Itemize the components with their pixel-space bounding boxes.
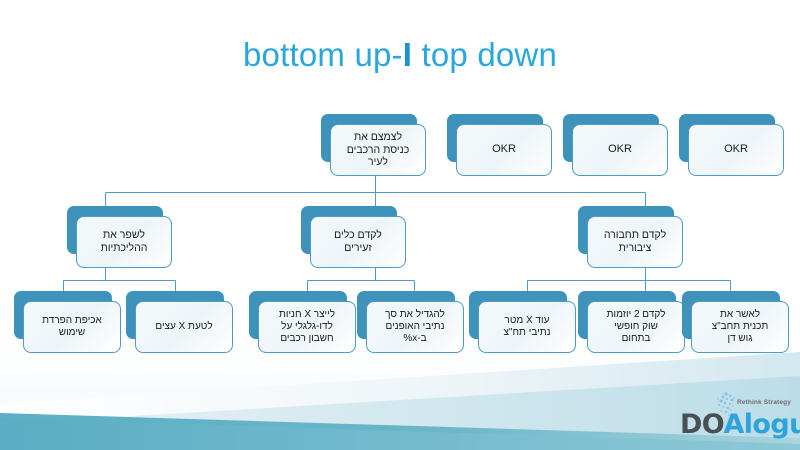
brand-logo: Rethink Strategy DOAlogue: [680, 392, 800, 438]
slide-title-suffix: top down: [412, 36, 558, 73]
node-label: OKR: [608, 143, 632, 156]
node-level3-2[interactable]: לטעת X עצים: [126, 291, 238, 353]
node-okr-3[interactable]: OKR: [679, 114, 791, 176]
node-box[interactable]: OKR: [688, 124, 784, 176]
slide-title: bottom up-I top down: [0, 36, 800, 74]
logo-wordmark: DOAlogue: [680, 411, 800, 438]
node-label: OKR: [492, 143, 516, 156]
node-okr-1[interactable]: OKR: [447, 114, 559, 176]
logo-word-alogue: Alogue: [723, 409, 800, 440]
node-box[interactable]: OKR: [572, 124, 668, 176]
node-box[interactable]: לטעת X עצים: [135, 301, 233, 353]
node-box[interactable]: OKR: [456, 124, 552, 176]
node-okr-2[interactable]: OKR: [563, 114, 675, 176]
logo-word-do: DO: [680, 409, 724, 440]
node-label: OKR: [724, 143, 748, 156]
sparkle-icon: [717, 392, 735, 416]
slide-title-highlight: I: [402, 36, 413, 73]
node-label: לטעת X עצים: [155, 320, 213, 332]
slide-title-prefix: bottom up-: [242, 36, 403, 73]
logo-tagline: Rethink Strategy: [736, 399, 791, 406]
